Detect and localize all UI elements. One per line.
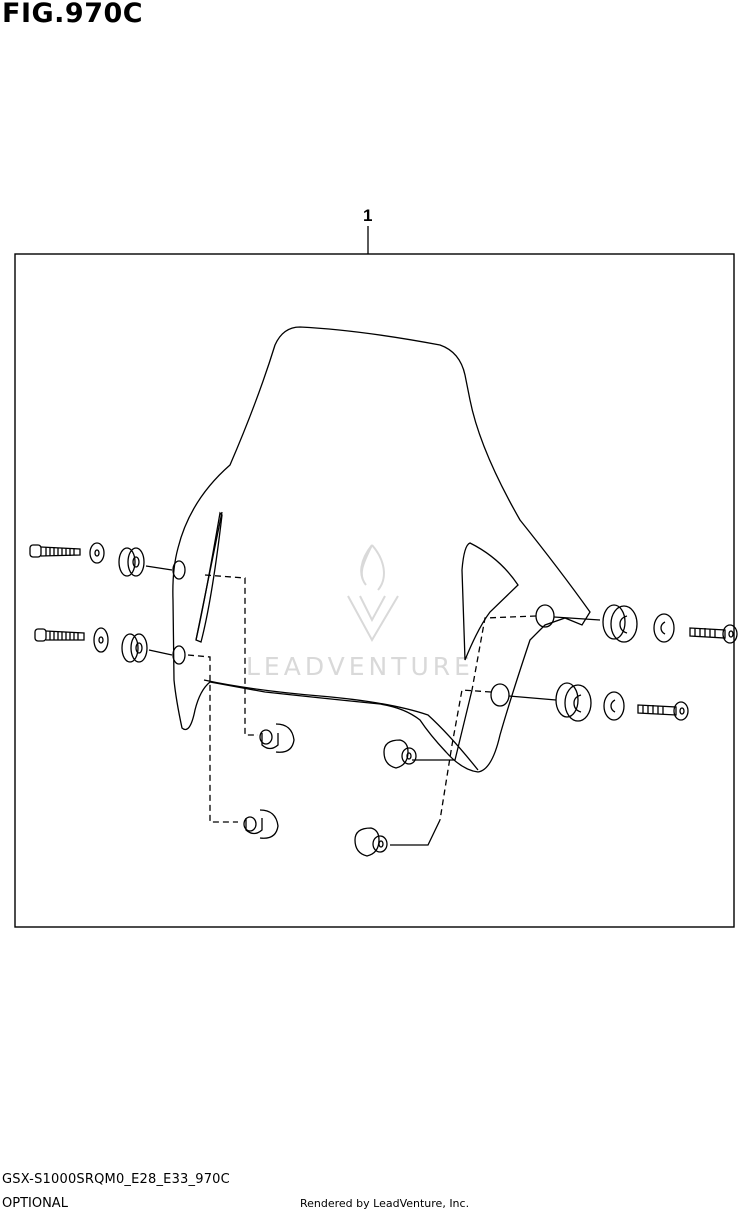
well-nut-lower-right[interactable] bbox=[354, 827, 388, 857]
bolt-lower-right[interactable] bbox=[637, 701, 689, 721]
leader-lower-right bbox=[508, 695, 557, 701]
solid-leader-upper-right bbox=[412, 689, 473, 761]
grommet-lower-left[interactable] bbox=[121, 633, 148, 663]
grommet-upper-left[interactable] bbox=[118, 547, 145, 577]
mount-hole-lower-left bbox=[172, 645, 186, 665]
bolt-upper-left[interactable] bbox=[29, 544, 81, 558]
watermark-text: LEADVENTURE bbox=[246, 652, 474, 681]
dashed-leader-lower-left bbox=[187, 654, 238, 823]
mount-hole-upper-left bbox=[172, 560, 186, 580]
dashed-leader-upper-left bbox=[204, 574, 258, 736]
bolt-upper-right[interactable] bbox=[689, 624, 738, 644]
callout-1[interactable]: 1 bbox=[363, 206, 372, 225]
right-vent-slot bbox=[461, 542, 519, 661]
dashed-leader-upper-right bbox=[471, 615, 537, 691]
leader-upper-left bbox=[145, 565, 173, 571]
model-code: GSX-S1000SRQM0_E28_E33_970C bbox=[2, 1172, 230, 1187]
kit-frame bbox=[14, 253, 735, 928]
bolt-lower-left[interactable] bbox=[34, 628, 85, 642]
figure-title: FIG.970C bbox=[2, 0, 144, 29]
dashed-leader-lower-right bbox=[439, 689, 492, 821]
washer-upper-left[interactable] bbox=[89, 542, 105, 564]
rendered-by-credit: Rendered by LeadVenture, Inc. bbox=[300, 1197, 470, 1210]
washer-lower-right[interactable] bbox=[603, 691, 625, 721]
well-nut-upper-right[interactable] bbox=[383, 739, 417, 769]
leader-lower-left bbox=[148, 649, 173, 656]
windscreen[interactable] bbox=[172, 326, 591, 773]
grommet-upper-right[interactable] bbox=[602, 604, 638, 643]
well-nut-upper-left[interactable] bbox=[259, 723, 295, 753]
leader-upper-right bbox=[553, 616, 601, 621]
well-nut-lower-left[interactable] bbox=[243, 809, 279, 839]
solid-leader-lower-right bbox=[390, 819, 441, 846]
leadventure-watermark: LEADVENTURE bbox=[246, 544, 474, 681]
grommet-lower-right[interactable] bbox=[555, 682, 592, 722]
mount-hole-lower-right bbox=[490, 683, 510, 707]
washer-lower-left[interactable] bbox=[93, 627, 109, 653]
washer-upper-right[interactable] bbox=[653, 613, 675, 643]
windscreen-lower-edge bbox=[203, 679, 479, 771]
mount-hole-upper-right bbox=[535, 604, 555, 628]
category-label: OPTIONAL bbox=[2, 1196, 68, 1211]
left-vent-inner bbox=[195, 511, 223, 641]
